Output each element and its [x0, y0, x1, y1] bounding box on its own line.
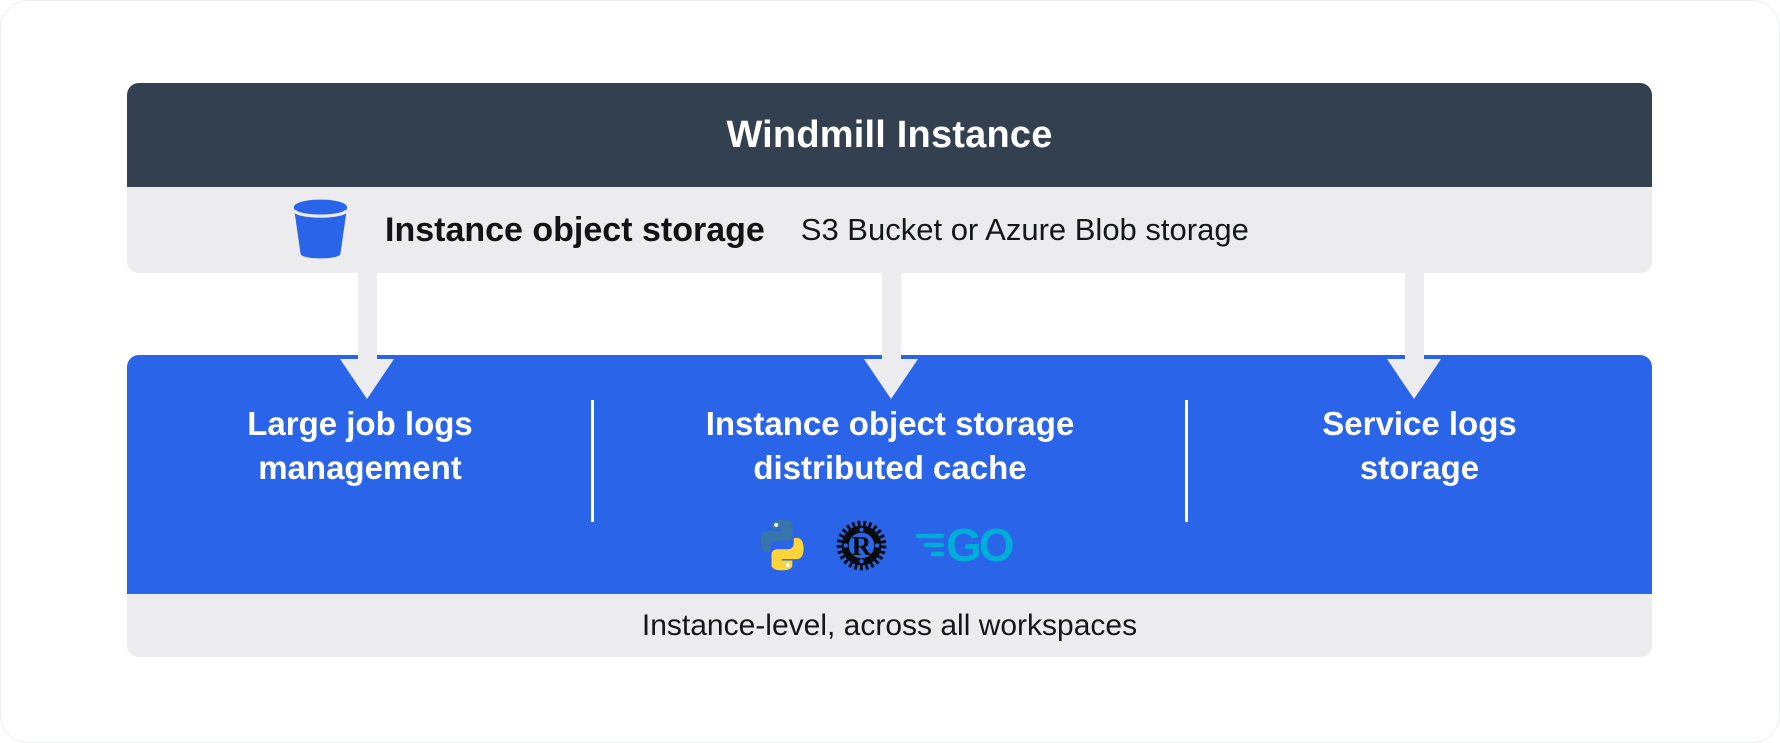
- runtime-logos: R GO: [593, 516, 1187, 574]
- section-label-line: distributed cache: [753, 449, 1027, 486]
- go-icon: GO: [915, 521, 1015, 569]
- footer-note-bar: Instance-level, across all workspaces: [127, 594, 1652, 657]
- section-large-job-logs: Large job logs management: [127, 402, 593, 490]
- section-label-line: Instance object storage: [705, 405, 1075, 442]
- section-distributed-cache: Instance object storage distributed cach…: [593, 402, 1187, 574]
- arrow-down-icon: [340, 273, 394, 399]
- arrow-down-icon: [1387, 273, 1441, 399]
- arrow-down-icon: [864, 273, 918, 399]
- object-storage-description: S3 Bucket or Azure Blob storage: [800, 212, 1249, 247]
- svg-text:GO: GO: [946, 521, 1013, 569]
- section-divider: [591, 400, 594, 522]
- section-service-logs: Service logs storage: [1187, 402, 1652, 490]
- section-label-line: Service logs: [1322, 405, 1517, 442]
- section-label-line: management: [258, 449, 462, 486]
- windmill-instance-header: Windmill Instance: [127, 83, 1652, 187]
- section-divider: [1185, 400, 1188, 522]
- bucket-icon: [293, 199, 348, 259]
- object-storage-title: Instance object storage: [385, 210, 765, 249]
- python-icon: [759, 519, 804, 571]
- svg-text:R: R: [851, 531, 871, 561]
- rust-icon: R: [836, 520, 886, 570]
- header-title: Windmill Instance: [726, 113, 1053, 156]
- footer-note: Instance-level, across all workspaces: [641, 608, 1138, 642]
- section-label-line: Large job logs: [247, 405, 473, 442]
- section-label-line: storage: [1359, 449, 1480, 486]
- object-storage-bar: Instance object storage S3 Bucket or Azu…: [127, 187, 1652, 273]
